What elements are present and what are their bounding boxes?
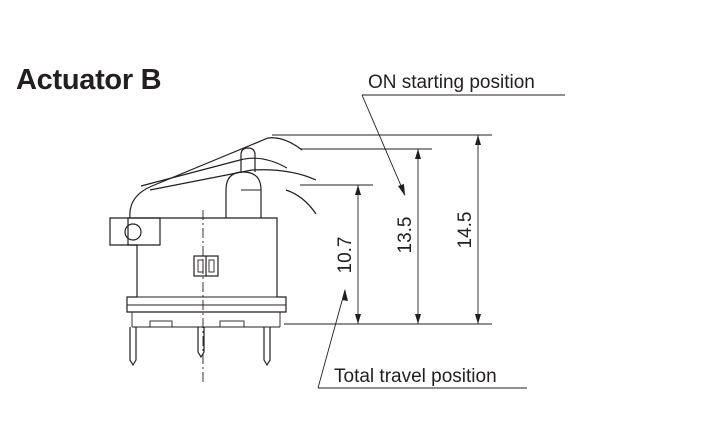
actuator-lever bbox=[129, 137, 317, 219]
dimension-lines bbox=[272, 134, 492, 325]
on-starting-leader bbox=[361, 94, 565, 196]
total-travel-position-label: Total travel position bbox=[334, 366, 497, 387]
on-starting-position-label: ON starting position bbox=[368, 72, 535, 93]
dimension-14-5: 14.5 bbox=[455, 212, 476, 249]
switch-body bbox=[109, 210, 287, 383]
dimension-13-5: 13.5 bbox=[395, 217, 416, 254]
dimension-10-7: 10.7 bbox=[335, 237, 356, 274]
diagram-title: Actuator B bbox=[16, 64, 162, 96]
total-travel-leader bbox=[317, 289, 527, 389]
